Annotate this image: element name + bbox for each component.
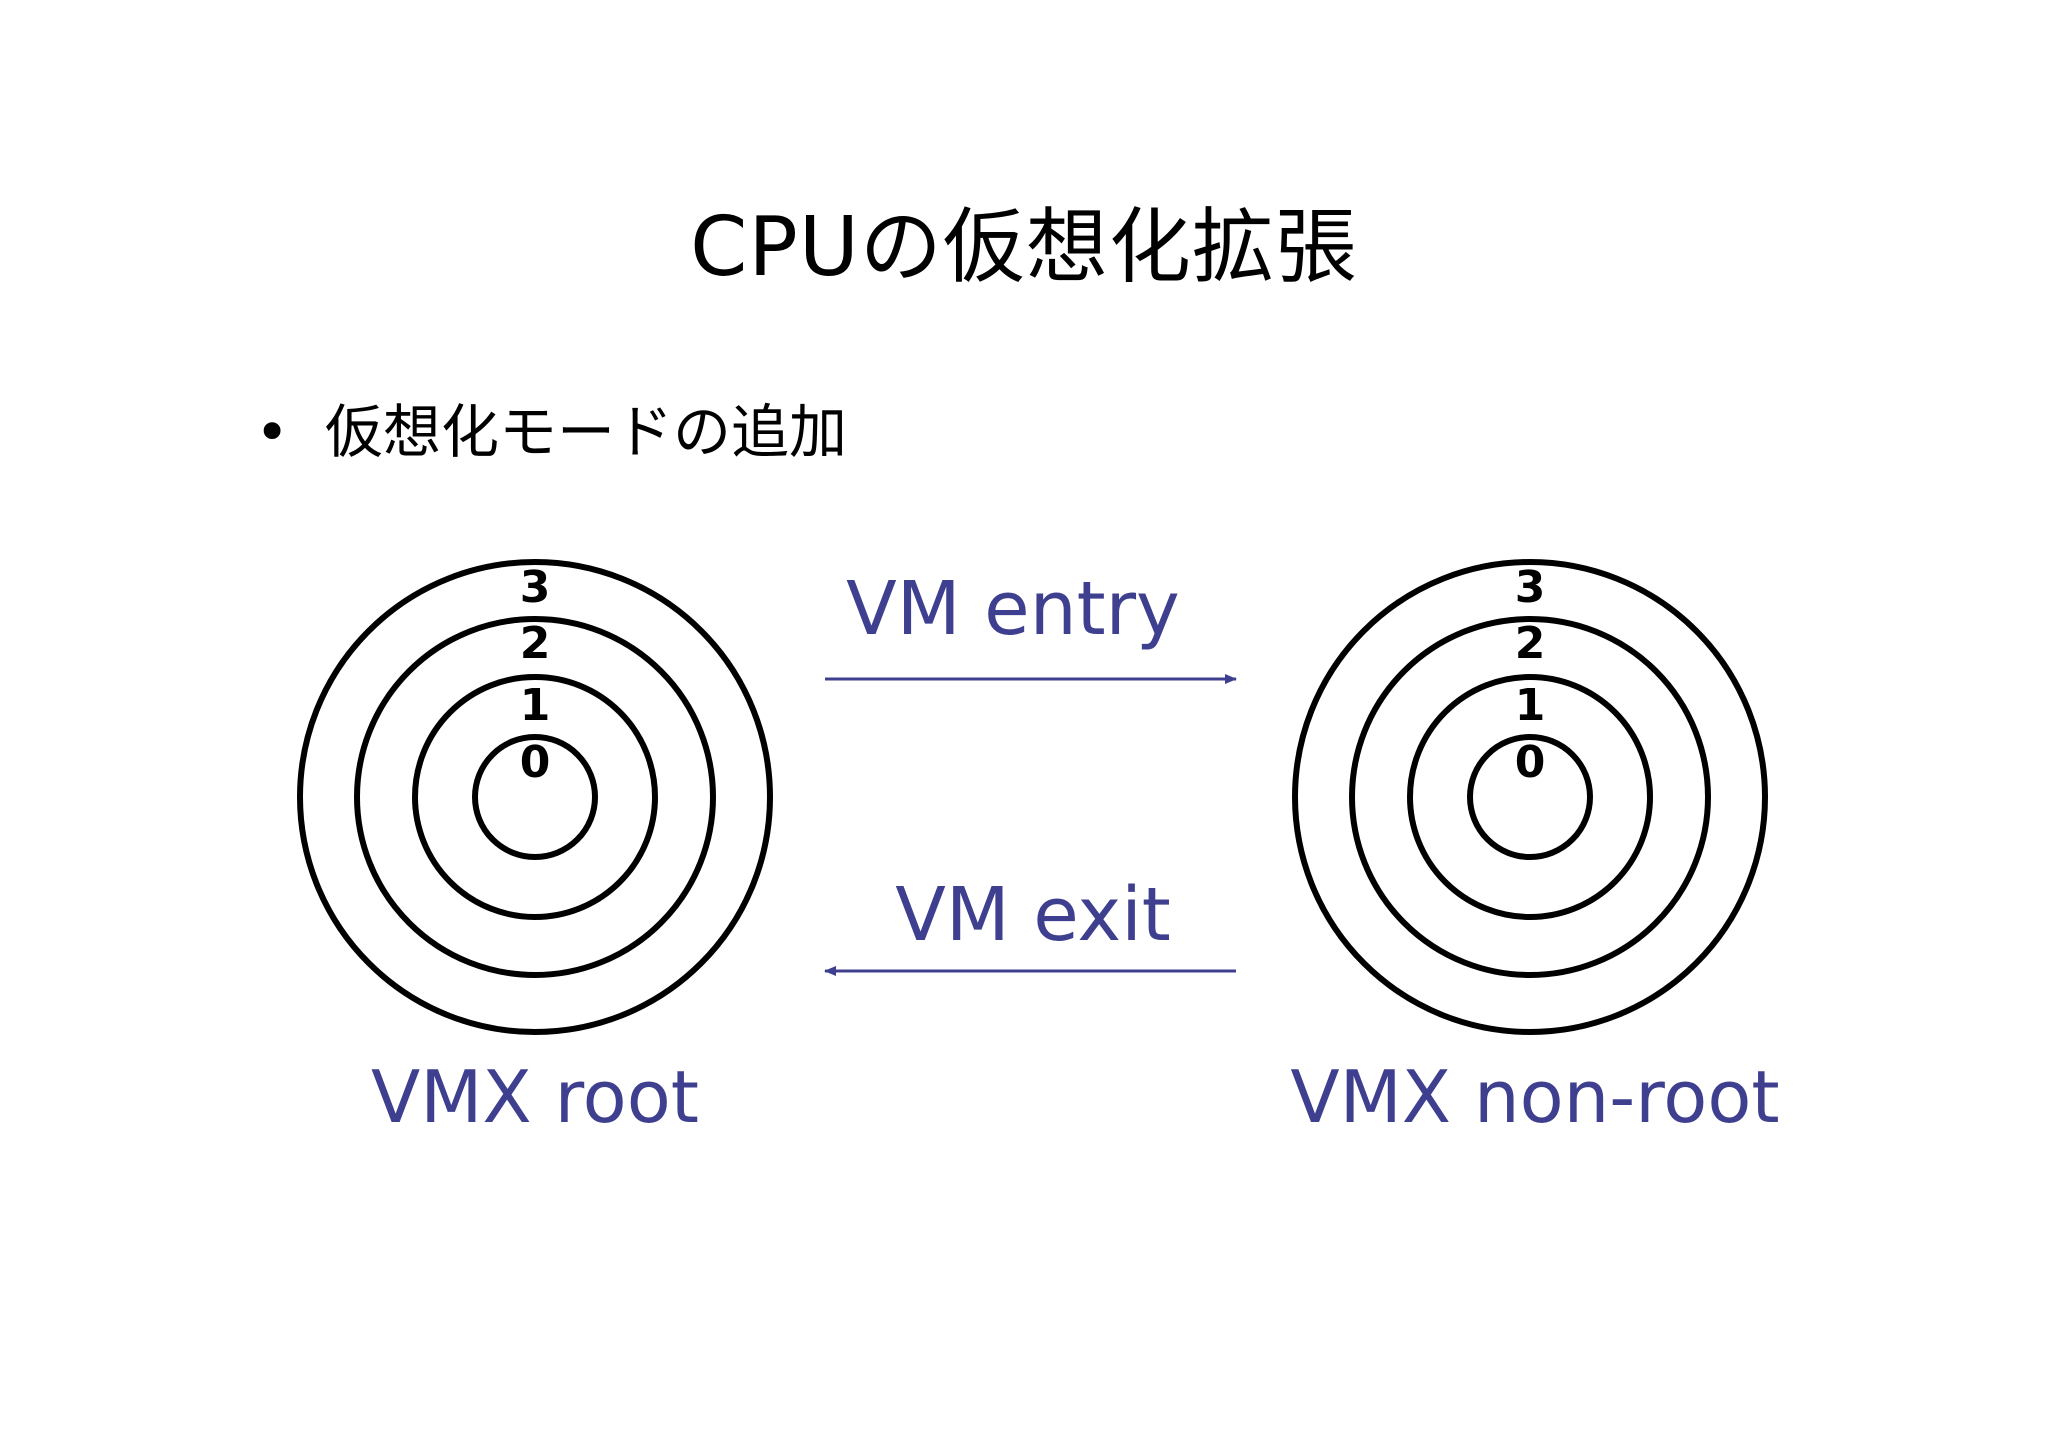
vm-entry-label: VM entry — [846, 566, 1180, 652]
bullet-text: 仮想化モードの追加 — [325, 398, 848, 466]
ring-2 — [1349, 616, 1711, 978]
ring-label-3: 3 — [1515, 562, 1546, 613]
ring-label-3: 3 — [520, 562, 551, 613]
ring-1 — [1407, 674, 1653, 920]
ring-0 — [1467, 734, 1593, 860]
ring-3 — [297, 559, 773, 1035]
ring-1 — [412, 674, 658, 920]
ring-label-2: 2 — [1515, 618, 1546, 669]
vmx-root-label: VMX root — [371, 1055, 699, 1139]
vmx-non-root-label: VMX non-root — [1290, 1055, 1779, 1139]
vmx-root-rings: 3 2 1 0 — [297, 559, 773, 1035]
ring-label-0: 0 — [1515, 737, 1546, 788]
vmx-non-root-rings: 3 2 1 0 — [1292, 559, 1768, 1035]
bullet-marker: • — [255, 398, 290, 466]
ring-label-1: 1 — [520, 680, 551, 731]
bullet-item: • 仮想化モードの追加 — [255, 385, 847, 469]
ring-2 — [354, 616, 716, 978]
ring-label-0: 0 — [520, 737, 551, 788]
vm-exit-label: VM exit — [895, 872, 1171, 958]
ring-0 — [472, 734, 598, 860]
ring-label-1: 1 — [1515, 680, 1546, 731]
ring-3 — [1292, 559, 1768, 1035]
slide-title: CPUの仮想化拡張 — [690, 200, 1358, 295]
ring-label-2: 2 — [520, 618, 551, 669]
